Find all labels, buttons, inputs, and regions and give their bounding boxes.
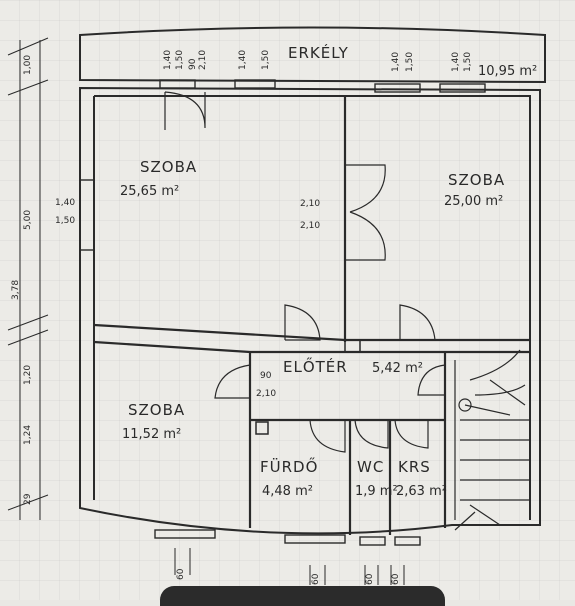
dimension-ticks-bottom <box>174 548 405 585</box>
window-top-2 <box>234 79 276 89</box>
bath-area: 4,48 m² <box>262 484 313 499</box>
dim-window-top-4-h: 1,50 <box>463 52 473 72</box>
dim-window-top-1-w: 1,40 <box>163 50 173 70</box>
wc-name: WC <box>357 458 384 476</box>
dim-left-500: 5,00 <box>23 210 33 230</box>
door-room1 <box>284 304 321 341</box>
dim-left-29: 29 <box>23 493 33 505</box>
dim-left-top: 1,00 <box>23 55 33 75</box>
room2-name: SZOBA <box>448 171 505 189</box>
door-krs <box>394 419 429 449</box>
door-room2 <box>399 304 436 341</box>
window-top-1 <box>159 79 196 89</box>
inner-wall-line <box>93 95 531 520</box>
room3-name: SZOBA <box>128 401 185 419</box>
device-bottom-bar <box>160 586 445 606</box>
dim-bottom-4: 60 <box>391 573 401 585</box>
balcony-area: 10,95 m² <box>478 64 537 79</box>
hall-name: ELŐTÉR <box>283 356 348 376</box>
dim-door-balcony-h: 2,10 <box>198 50 208 70</box>
wall-room1-bottom <box>93 323 346 342</box>
chimney-1 <box>344 339 361 353</box>
room3-area: 11,52 m² <box>122 427 181 442</box>
hall-area: 5,42 m² <box>372 361 423 376</box>
window-bottom-2 <box>284 534 346 544</box>
room1-area: 25,65 m² <box>120 184 179 199</box>
pantry-name: KRS <box>398 458 431 476</box>
window-bottom-4 <box>394 536 421 546</box>
pantry-area: 2,63 m² <box>396 484 447 499</box>
dim-door-double-h: 2,10 <box>300 221 320 231</box>
dimension-line-left <box>7 37 49 520</box>
door-room3 <box>214 364 251 399</box>
dim-window-top-2-h: 1,50 <box>261 50 271 70</box>
door-stair <box>417 364 446 396</box>
dim-window-left-h: 1,50 <box>55 216 75 226</box>
dim-bottom-2: 60 <box>311 573 321 585</box>
dim-door-double-w: 2,10 <box>300 199 320 209</box>
dim-window-top-3-h: 1,50 <box>405 52 415 72</box>
door-balcony <box>164 91 206 130</box>
dim-left-378: 3,78 <box>11 280 21 300</box>
dim-door-balcony-w: 90 <box>188 58 198 70</box>
window-top-4 <box>439 83 486 93</box>
wc-area: 1,9 m² <box>355 484 398 499</box>
balcony-name: ERKÉLY <box>288 43 349 62</box>
wall-hall-top <box>93 340 440 354</box>
dim-bottom-3: 60 <box>365 573 375 585</box>
dim-bottom-1: 60 <box>176 568 186 580</box>
room2-area: 25,00 m² <box>444 194 503 209</box>
window-top-3 <box>374 83 421 93</box>
dim-door-room3-h: 2,10 <box>256 389 276 399</box>
dim-left-120: 1,20 <box>23 365 33 385</box>
dim-window-top-4-w: 1,40 <box>451 52 461 72</box>
window-bottom-1 <box>154 529 216 539</box>
dim-window-top-2-w: 1,40 <box>238 50 248 70</box>
dim-left-124: 1,24 <box>23 425 33 445</box>
door-bath <box>309 419 346 453</box>
room1-name: SZOBA <box>140 158 197 176</box>
door-double-room2 <box>345 164 386 261</box>
bath-name: FÜRDŐ <box>260 456 318 476</box>
dim-window-top-1-h: 1,50 <box>175 50 185 70</box>
door-wc <box>354 419 389 449</box>
dim-window-left-w: 1,40 <box>55 198 75 208</box>
window-left <box>79 179 95 251</box>
dim-window-top-3-w: 1,40 <box>391 52 401 72</box>
dim-door-room3-w: 90 <box>260 371 272 381</box>
staircase <box>454 349 530 531</box>
outer-wall <box>79 26 546 84</box>
chimney-2 <box>255 421 269 435</box>
window-bottom-3 <box>359 536 386 546</box>
